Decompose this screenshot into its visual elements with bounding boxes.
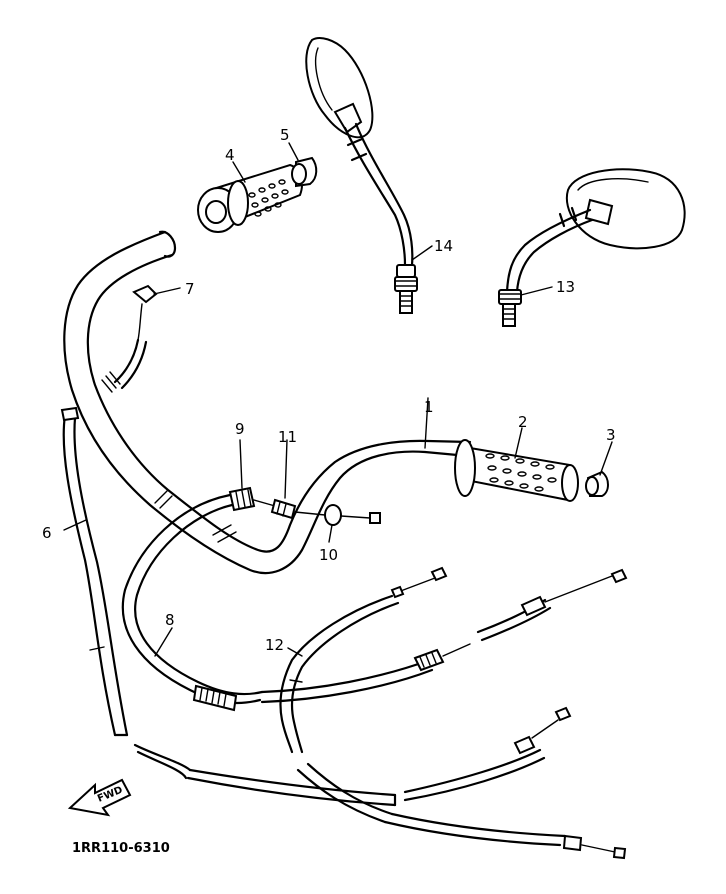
callout-9: 9 bbox=[235, 420, 245, 438]
fwd-arrow-icon: FWD bbox=[67, 778, 132, 817]
left-grip bbox=[454, 439, 579, 502]
callout-8: 8 bbox=[165, 611, 175, 629]
grip-end-5 bbox=[291, 156, 318, 188]
handlebar bbox=[63, 230, 472, 575]
callout-labels: 1 2 3 4 5 6 7 8 9 10 11 12 13 14 bbox=[42, 126, 616, 654]
throttle-cable-6 bbox=[60, 406, 129, 737]
part-code: 1RR110-6310 bbox=[72, 841, 170, 856]
callout-3: 3 bbox=[606, 426, 616, 444]
mirror-right bbox=[498, 168, 686, 327]
grip-end-3 bbox=[585, 470, 609, 497]
callout-11: 11 bbox=[278, 428, 297, 446]
leader-lines bbox=[63, 142, 613, 657]
callout-12: 12 bbox=[265, 636, 284, 654]
callout-4: 4 bbox=[225, 146, 235, 164]
lower-cables bbox=[133, 706, 627, 860]
callout-10: 10 bbox=[319, 546, 338, 564]
clutch-cable-8 bbox=[121, 493, 628, 712]
callout-13: 13 bbox=[556, 278, 575, 296]
brake-cable-12 bbox=[279, 566, 448, 754]
callout-6: 6 bbox=[42, 524, 52, 542]
small-cable-7 bbox=[101, 284, 158, 393]
cable-adjuster bbox=[228, 486, 381, 526]
callout-7: 7 bbox=[185, 280, 195, 298]
callout-1: 1 bbox=[424, 398, 434, 416]
callout-14: 14 bbox=[434, 237, 453, 255]
callout-2: 2 bbox=[518, 413, 528, 431]
callout-5: 5 bbox=[280, 126, 290, 144]
throttle-grip bbox=[197, 163, 303, 233]
mirror-left bbox=[305, 37, 418, 314]
